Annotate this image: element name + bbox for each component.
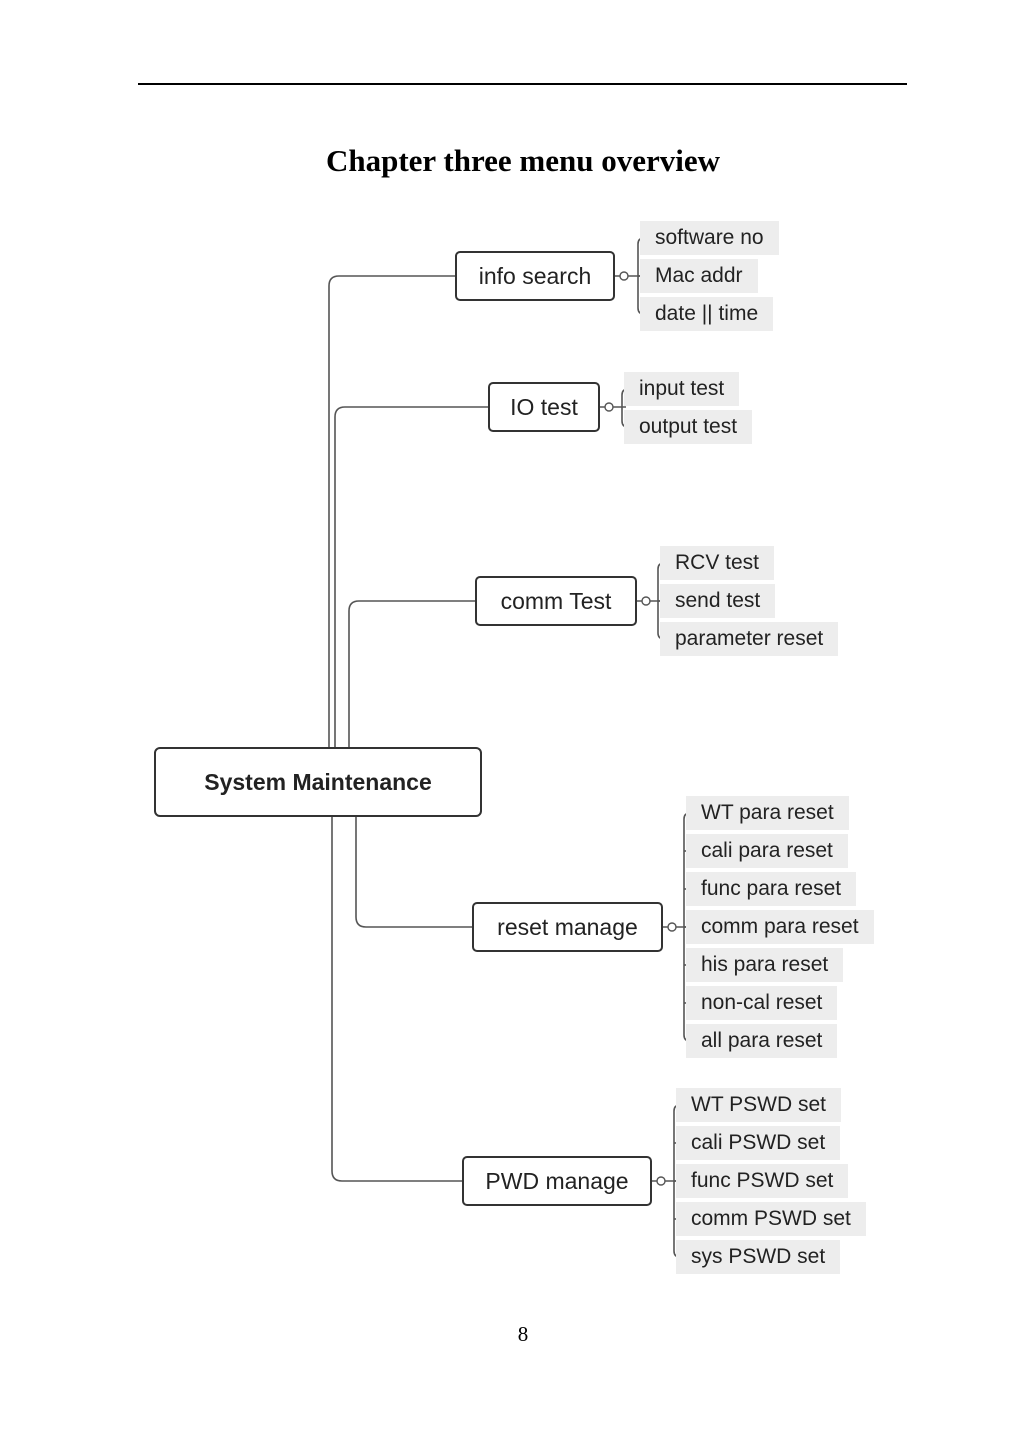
- leaf-item: date || time: [640, 297, 774, 331]
- chapter-title: Chapter three menu overview: [325, 143, 721, 178]
- leaf-item: func PSWD set: [676, 1164, 849, 1198]
- leaf-item: his para reset: [686, 948, 844, 982]
- leaf-item: func para reset: [686, 872, 857, 906]
- leaf-item: RCV test: [660, 546, 775, 580]
- root-node: System Maintenance: [154, 747, 482, 817]
- leaf-item: comm PSWD set: [676, 1202, 866, 1236]
- leaf-item: non-cal reset: [686, 986, 838, 1020]
- header-rule: [138, 83, 907, 85]
- leaf-item: input test: [624, 372, 740, 406]
- branch-node: comm Test: [475, 576, 637, 626]
- leaf-item: parameter reset: [660, 622, 839, 656]
- branch-node: PWD manage: [462, 1156, 652, 1206]
- page-number: 8: [517, 1322, 529, 1346]
- leaf-item: cali para reset: [686, 834, 848, 868]
- leaf-item: WT para reset: [686, 796, 849, 830]
- leaf-item: Mac addr: [640, 259, 758, 293]
- branch-node: info search: [455, 251, 615, 301]
- leaf-item: cali PSWD set: [676, 1126, 841, 1160]
- leaf-item: output test: [624, 410, 753, 444]
- leaf-item: all para reset: [686, 1024, 838, 1058]
- leaf-item: comm para reset: [686, 910, 874, 944]
- leaf-item: sys PSWD set: [676, 1240, 841, 1274]
- leaf-item: WT PSWD set: [676, 1088, 841, 1122]
- leaf-item: send test: [660, 584, 776, 618]
- branch-node: reset manage: [472, 902, 663, 952]
- branch-node: IO test: [488, 382, 600, 432]
- leaf-item: software no: [640, 221, 779, 255]
